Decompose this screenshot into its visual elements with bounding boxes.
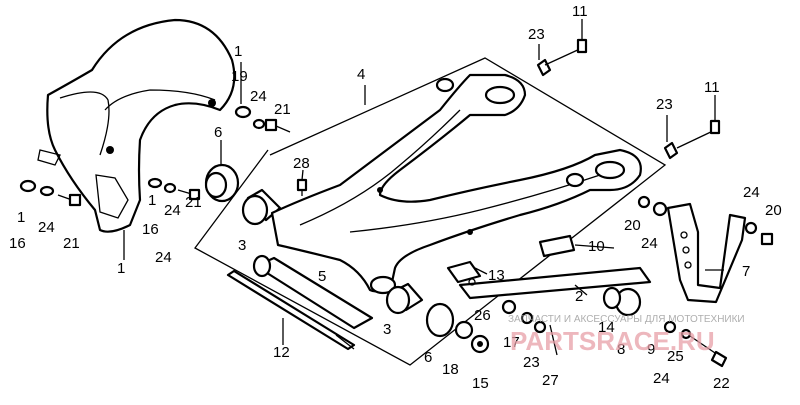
callout-1-mid: 1 bbox=[148, 192, 156, 209]
callout-24-bracket: 24 bbox=[641, 235, 658, 252]
callout-15: 15 bbox=[472, 375, 489, 392]
callout-20-right: 20 bbox=[765, 202, 782, 219]
callout-2: 2 bbox=[575, 288, 583, 305]
callout-24-right: 24 bbox=[743, 184, 760, 201]
callout-3-lower: 3 bbox=[383, 321, 391, 338]
callout-24-left: 24 bbox=[38, 219, 55, 236]
callout-1-top: 1 bbox=[234, 43, 242, 60]
callout-24-mid: 24 bbox=[164, 202, 181, 219]
callout-19: 19 bbox=[231, 68, 248, 85]
seal-part-6-upper bbox=[204, 163, 240, 203]
callout-17: 17 bbox=[503, 334, 520, 351]
callout-8: 8 bbox=[617, 341, 625, 358]
callout-24-bottom: 24 bbox=[653, 370, 670, 387]
swingarm-part bbox=[270, 73, 642, 295]
watermark-subtext: ЗАПЧАСТИ И АКСЕССУАРЫ ДЛЯ МОТОТЕХНИКИ bbox=[508, 314, 745, 325]
callout-6-upper: 6 bbox=[214, 124, 222, 141]
callout-10: 10 bbox=[588, 238, 605, 255]
callout-21-mid: 21 bbox=[185, 194, 202, 211]
callout-23-bottom: 23 bbox=[523, 354, 540, 371]
callout-7: 7 bbox=[742, 263, 750, 280]
callout-24-top: 24 bbox=[250, 88, 267, 105]
callout-12: 12 bbox=[273, 344, 290, 361]
callout-9: 9 bbox=[647, 341, 655, 358]
pivot-bolt-part-12 bbox=[226, 269, 356, 351]
callout-23-top: 23 bbox=[528, 26, 545, 43]
assembly-outline bbox=[194, 57, 667, 366]
bushing-part-14 bbox=[602, 286, 642, 317]
callout-20-left: 20 bbox=[624, 217, 641, 234]
callout-11-top: 11 bbox=[572, 3, 588, 20]
leader-lines bbox=[123, 19, 724, 345]
callout-4: 4 bbox=[357, 66, 365, 83]
spacer-part-10 bbox=[538, 234, 576, 258]
callout-3-upper: 3 bbox=[238, 237, 246, 254]
callout-26: 26 bbox=[474, 307, 491, 324]
callout-22: 22 bbox=[713, 375, 730, 392]
callout-6-lower: 6 bbox=[424, 349, 432, 366]
callout-13: 13 bbox=[488, 267, 505, 284]
callout-25: 25 bbox=[667, 348, 684, 365]
callout-11-right: 11 bbox=[704, 79, 720, 96]
callout-16-mid: 16 bbox=[142, 221, 159, 238]
pivot-collar-part-5 bbox=[252, 254, 374, 330]
upper-bolts-part-11 bbox=[536, 38, 721, 160]
chain-case-fasteners bbox=[19, 105, 291, 207]
adjuster-plate-part-2 bbox=[446, 260, 652, 300]
callout-18: 18 bbox=[442, 361, 459, 378]
callout-21-top: 21 bbox=[274, 101, 291, 118]
callout-24-low: 24 bbox=[155, 249, 172, 266]
callout-16-left: 16 bbox=[9, 235, 26, 252]
chain-case-part bbox=[37, 18, 236, 233]
watermark: ЗАПЧАСТИ И АКСЕССУАРЫ ДЛЯ МОТОТЕХНИКИ PA… bbox=[508, 314, 745, 356]
bracket-hardware bbox=[637, 195, 774, 246]
grease-fitting-part-28 bbox=[296, 178, 308, 196]
callout-28: 28 bbox=[293, 155, 310, 172]
adjuster-hardware bbox=[501, 299, 558, 356]
callout-5: 5 bbox=[318, 268, 326, 285]
callout-21-left: 21 bbox=[63, 235, 80, 252]
pivot-hardware-lower bbox=[425, 302, 490, 354]
callout-14: 14 bbox=[598, 319, 615, 336]
lower-bolt-hardware bbox=[663, 320, 728, 368]
callout-1-bottom: 1 bbox=[117, 260, 125, 277]
bracket-part-7 bbox=[666, 202, 747, 304]
callout-27: 27 bbox=[542, 372, 559, 389]
bushing-part-3-lower bbox=[385, 282, 424, 315]
callout-23-right: 23 bbox=[656, 96, 673, 113]
watermark-logo: PARTSRACE.RU bbox=[510, 326, 715, 356]
callout-numbers: 1 19 24 21 6 28 4 1 24 16 21 1 1 24 21 1… bbox=[9, 3, 782, 392]
callout-1-left: 1 bbox=[17, 209, 25, 226]
